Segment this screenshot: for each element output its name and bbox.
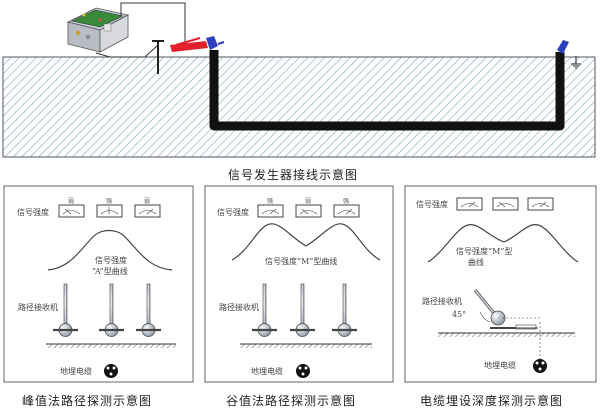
receiver-probe-icon: [53, 283, 78, 337]
receiver-label: 路径接收机: [219, 303, 259, 312]
panel-depth-detection: [404, 185, 597, 383]
signal-strength-label: 信号强度: [17, 208, 49, 217]
curve-label: 信号强度“M”型曲线: [265, 257, 338, 266]
receiver-probe-icon: [290, 283, 315, 337]
curve-label-type: 曲线: [468, 258, 484, 267]
signal-strength-label: 信号强度: [416, 200, 448, 209]
buried-cable: [209, 50, 565, 131]
cable-section-icon: [533, 359, 547, 373]
curve-label: 信号强度: [95, 256, 127, 265]
wire-to-cable: [120, 2, 186, 46]
panel-peak-method: [3, 185, 194, 383]
panel-caption: 电缆埋设深度探测示意图: [420, 394, 564, 408]
meter-icon: [333, 204, 360, 218]
curve-label-type: “A”型曲线: [92, 267, 128, 276]
wire-to-ground-stake: [95, 44, 159, 58]
panel-valley-method: [204, 185, 394, 383]
cable-label: 地埋电缆: [251, 367, 283, 376]
signal-strength-label: 信号强度: [217, 208, 249, 217]
signal-generator-device: [66, 7, 130, 53]
m-shape-curve: [427, 224, 579, 263]
blue-clip-left-icon: [206, 36, 225, 50]
cable-section-icon: [104, 364, 118, 378]
meter-icon: [58, 204, 85, 218]
meter-label: 强: [106, 198, 113, 205]
meter-label: 强: [343, 198, 350, 205]
panel-caption: 谷值法路径探测示意图: [226, 394, 357, 408]
meter-icon: [492, 197, 519, 211]
receiver-label: 路径接收机: [18, 303, 58, 312]
cable-label: 地埋电缆: [60, 367, 92, 376]
red-clip-icon: [170, 37, 208, 52]
tilted-receiver-icon: [473, 289, 540, 330]
curve-label: 信号强度“M”型: [456, 247, 513, 256]
m-shape-curve: [231, 223, 381, 261]
a-shape-curve: [47, 229, 173, 271]
receiver-probe-icon: [332, 283, 357, 337]
ground-section: [2, 56, 596, 158]
meter-icon: [295, 204, 322, 218]
cable-section-icon: [296, 364, 310, 378]
ground-stake-icon: [152, 40, 164, 74]
ground-soil: [2, 56, 596, 158]
angle-label: 45°: [452, 310, 467, 319]
meter-label: 弱: [144, 198, 151, 205]
receiver-probe-icon: [136, 283, 161, 337]
meter-icon: [456, 197, 483, 211]
meter-icon: [527, 197, 554, 211]
top-caption: 信号发生器接线示意图: [228, 168, 359, 182]
meter-label: 弱: [305, 198, 312, 205]
blue-clip-right-icon: [557, 40, 569, 54]
meter-icon: [134, 204, 161, 218]
receiver-probe-icon: [99, 283, 124, 337]
meter-icon: [96, 204, 123, 218]
panel-caption: 峰值法路径探测示意图: [22, 394, 153, 408]
meter-label: 弱: [68, 198, 75, 205]
meter-label: 强: [267, 198, 274, 205]
cable-label: 地埋电缆: [484, 361, 516, 370]
receiver-label: 路径接收机: [422, 297, 462, 306]
receiver-probe-icon: [252, 283, 277, 337]
earth-ground-icon: [571, 56, 581, 69]
meter-icon: [257, 204, 284, 218]
